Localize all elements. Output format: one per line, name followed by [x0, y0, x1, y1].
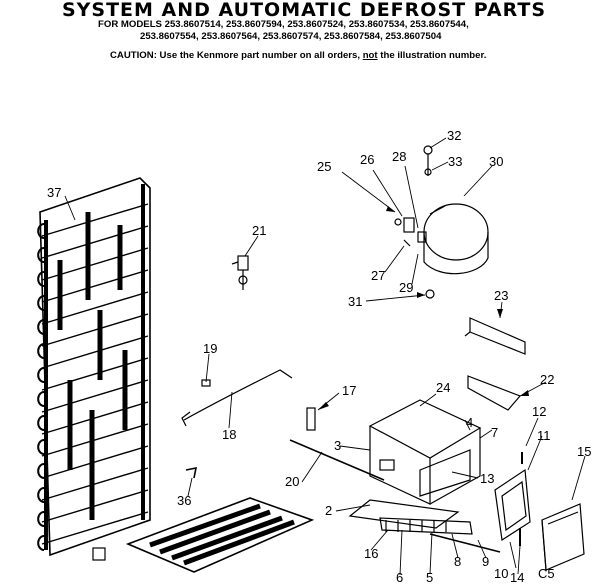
part-32-valve — [423, 145, 433, 176]
models-row-2: 253.8607554, 253.8607564, 253.8607574, 2… — [140, 31, 442, 42]
leader-arrowheads — [318, 206, 529, 410]
part-25-clip — [394, 218, 402, 226]
callout-22: 22 — [540, 372, 554, 387]
models-row-1: 253.8607514, 253.8607594, 253.8607524, 2… — [164, 19, 469, 30]
part-18-harness — [181, 369, 293, 427]
callout-28: 28 — [392, 149, 406, 164]
callout-17: 17 — [342, 383, 356, 398]
models-prefix: FOR MODELS — [98, 19, 162, 30]
callout-18: 18 — [222, 427, 236, 442]
callout-3: 3 — [334, 438, 341, 453]
part-22-strip — [467, 375, 522, 411]
callout-20: 20 — [285, 474, 299, 489]
model-list: FOR MODELS 253.8607514, 253.8607594, 253… — [70, 19, 540, 43]
callout-36: 36 — [177, 493, 191, 508]
callout-4: 4 — [466, 415, 473, 430]
callout-9: 9 — [482, 554, 489, 569]
evaporator-coil — [37, 177, 151, 557]
callout-12: 12 — [532, 404, 546, 419]
callout-c5: C5 — [538, 566, 555, 581]
callout-14: 14 — [510, 570, 524, 585]
caution-lead: CAUTION: Use the Kenmore part number on … — [110, 50, 361, 61]
callout-13: 13 — [480, 471, 494, 486]
part-24-control-housing — [368, 399, 482, 505]
callout-27: 27 — [371, 268, 385, 283]
part-15-cover — [541, 503, 585, 571]
part-2-plate — [348, 499, 460, 529]
callout-29: 29 — [399, 280, 413, 295]
callout-23: 23 — [494, 288, 508, 303]
caution-not: not — [362, 50, 378, 61]
callout-32: 32 — [447, 128, 461, 143]
drain-fitting — [92, 547, 106, 561]
callout-16: 16 — [364, 546, 378, 561]
callout-26: 26 — [360, 152, 374, 167]
callout-labels: 37 21 19 18 36 17 20 2 3 24 4 7 13 16 6 … — [47, 128, 591, 585]
part-17-thermostat — [289, 407, 385, 481]
part-11-panel — [494, 468, 531, 542]
defrost-heater-assembly — [125, 497, 315, 573]
part-23-bracket — [464, 317, 526, 355]
caution-tail: the illustration number. — [380, 50, 487, 61]
callout-11: 11 — [537, 428, 551, 443]
callout-8: 8 — [454, 554, 461, 569]
callout-5: 5 — [426, 570, 433, 585]
callout-15: 15 — [577, 444, 591, 459]
part-16-bracket — [379, 517, 473, 535]
callout-10: 10 — [494, 566, 508, 581]
callout-25: 25 — [317, 159, 331, 174]
diagram-title: SYSTEM AND AUTOMATIC DEFROST PARTS — [61, 0, 547, 21]
part-31-grommet — [425, 289, 435, 299]
part-21-fitting — [231, 255, 249, 290]
callout-6: 6 — [396, 570, 403, 585]
caution-note: CAUTION: Use the Kenmore part number on … — [110, 50, 486, 62]
part-36-clip — [185, 466, 198, 479]
callout-7: 7 — [491, 425, 498, 440]
callout-21: 21 — [252, 223, 266, 238]
callout-31: 31 — [348, 294, 362, 309]
callout-30: 30 — [489, 154, 503, 169]
callout-2: 2 — [325, 503, 332, 518]
part-30-compressor — [423, 203, 489, 275]
callout-19: 19 — [203, 341, 217, 356]
callout-24: 24 — [436, 380, 450, 395]
part-8-rod — [429, 533, 501, 553]
model-line-1: FOR MODELS 253.8607514, 253.8607594, 253… — [70, 19, 540, 31]
callout-37: 37 — [47, 185, 61, 200]
callout-33: 33 — [448, 154, 462, 169]
part-26-relay — [403, 217, 427, 247]
